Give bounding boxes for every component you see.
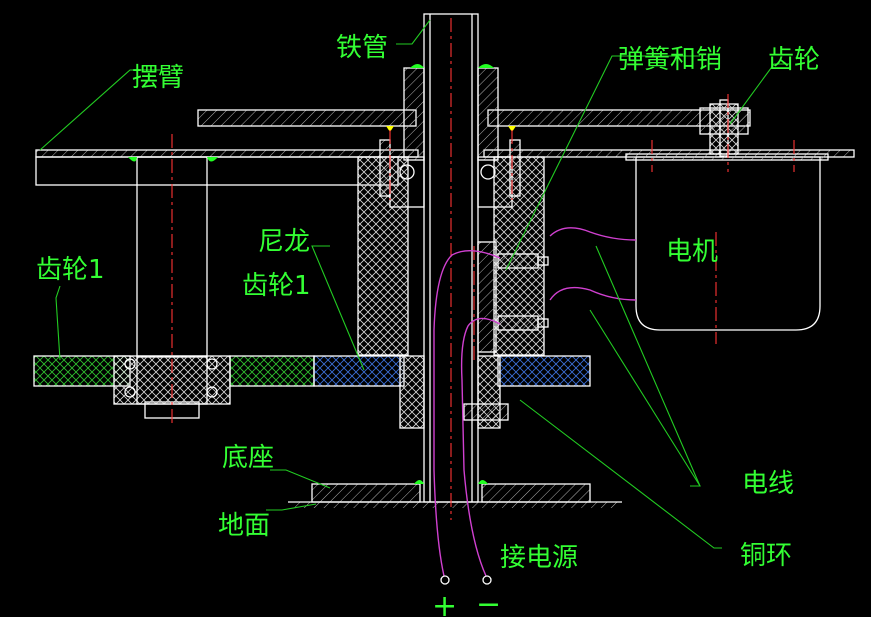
bearing-ball-icon (399, 164, 415, 180)
bearing-ball-icon (124, 386, 136, 398)
label-wire: 电线 (742, 469, 794, 499)
weld-icon (128, 157, 137, 162)
label-iron-pipe: 铁管 (336, 33, 388, 63)
ground-group (288, 501, 622, 508)
weld-marks (128, 64, 516, 484)
bearing-ball-icon (480, 164, 496, 180)
weld-icon (414, 480, 424, 484)
label-copper-ring: 铜环 (740, 541, 792, 571)
pipe-collar (403, 67, 499, 161)
weld-icon (410, 64, 424, 68)
bearing-ball-icon (124, 358, 136, 370)
weld-icon (478, 64, 494, 68)
center-axes (171, 18, 795, 520)
ground-hatch (290, 502, 620, 508)
terminal-negative-icon (482, 575, 492, 585)
weld-icon (207, 157, 218, 162)
swing-arm-upper-rod (197, 109, 751, 127)
bolt-icon (379, 139, 391, 197)
top-gear (699, 99, 749, 157)
marker-icon (386, 126, 394, 132)
leader-lines (39, 19, 790, 549)
marker-icon (508, 126, 516, 132)
label-spring-pin: 弹簧和销 (618, 45, 722, 75)
bolt-icon (509, 139, 521, 197)
bearing-ball-icon (206, 386, 218, 398)
electric-wires (433, 227, 637, 585)
label-nylon: 尼龙 (258, 227, 310, 257)
label-swing-arm: 摆臂 (132, 63, 184, 93)
label-motor: 电机 (666, 237, 718, 267)
weld-icon (478, 480, 488, 484)
motor (625, 153, 829, 331)
label-plus: + (432, 589, 457, 617)
label-gear: 齿轮 (768, 45, 820, 75)
label-minus: − (476, 587, 501, 617)
label-nylon-gear1: 齿轮1 (242, 271, 311, 301)
terminal-positive-icon (440, 575, 450, 585)
copper-ring-assembly (463, 241, 549, 421)
label-base: 底座 (222, 443, 274, 473)
label-power: 接电源 (500, 543, 578, 573)
base-plate (311, 483, 591, 503)
left-gear-1 (33, 355, 315, 405)
label-gear1-left: 齿轮1 (36, 255, 105, 285)
labels: 铁管 摆臂 弹簧和销 齿轮 电机 齿轮1 尼龙 齿轮1 底座 地面 电线 铜环 … (36, 33, 820, 617)
bearing-ball-icon (206, 358, 218, 370)
nylon-gear-1 (313, 355, 591, 429)
label-ground: 地面 (218, 511, 270, 541)
